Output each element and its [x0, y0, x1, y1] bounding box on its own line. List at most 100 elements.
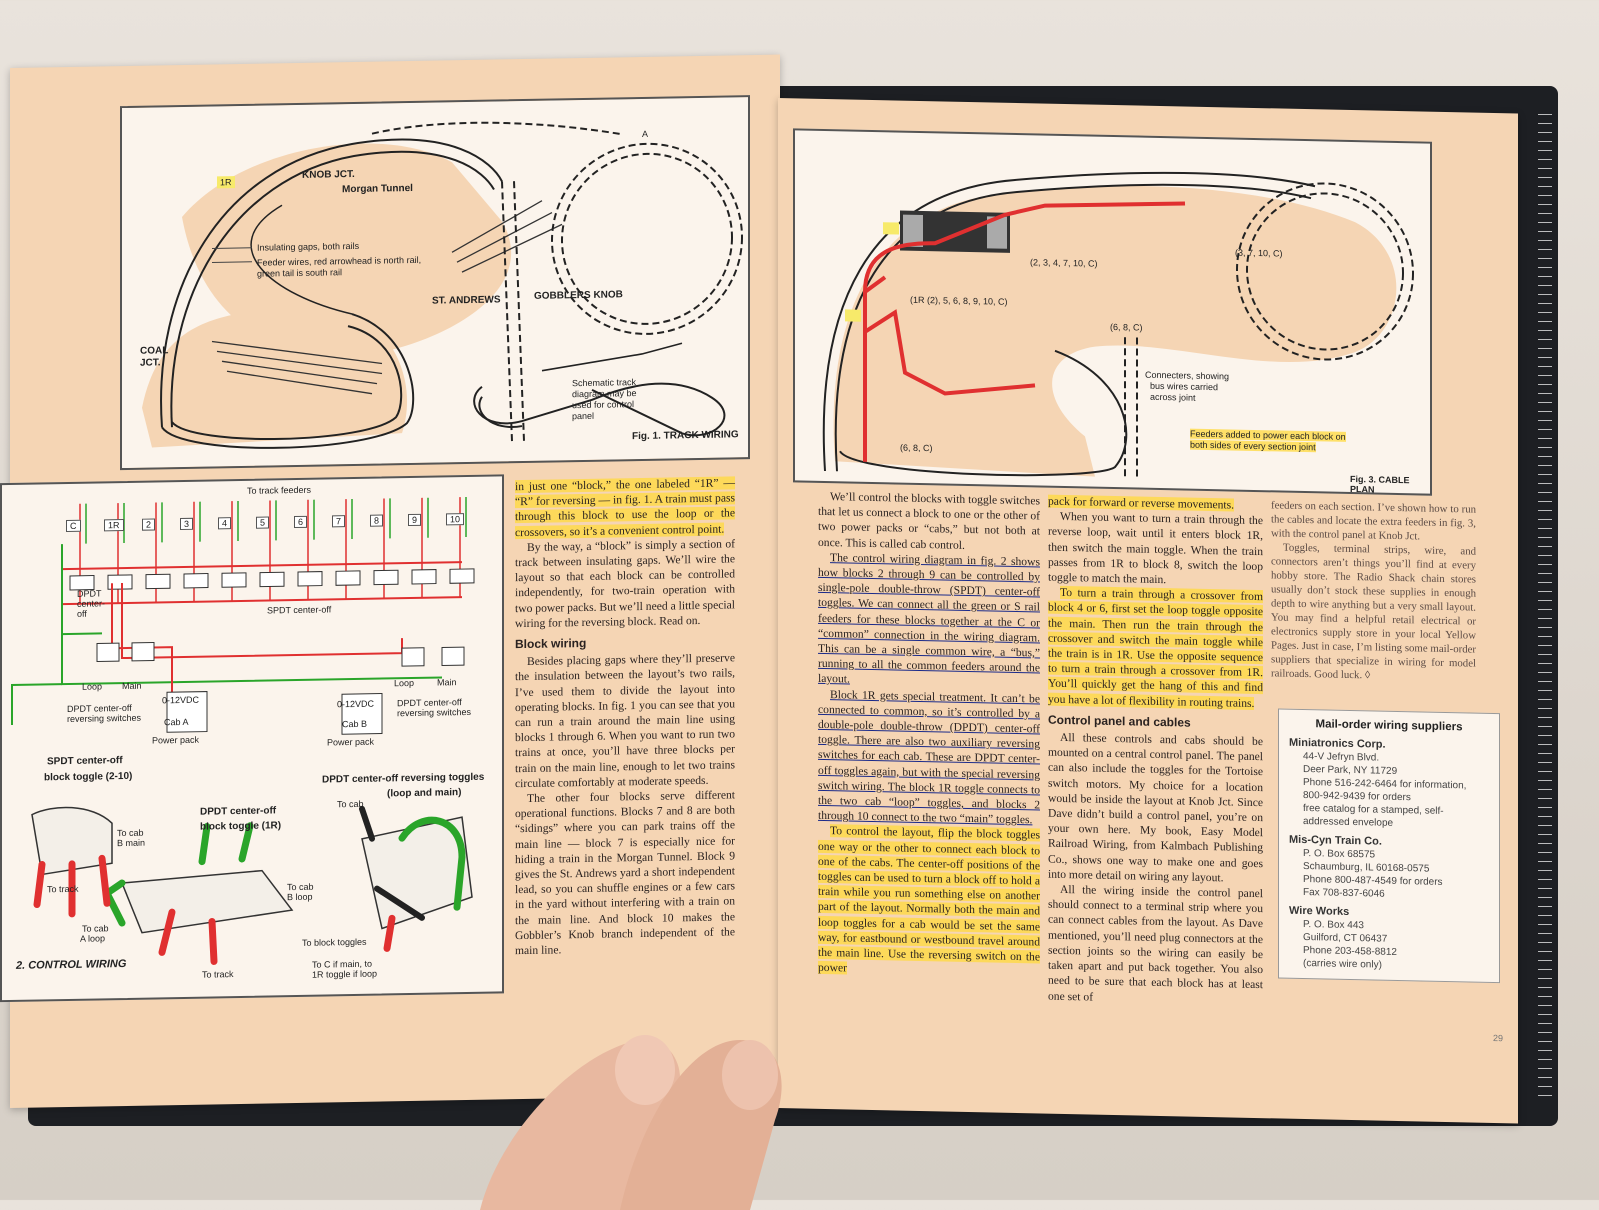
label-off: off — [77, 608, 87, 619]
label-cab-b: Cab B — [342, 718, 368, 730]
fig3-cable-diagram — [822, 171, 1414, 478]
label-main-b: Main — [437, 677, 457, 688]
label-a: A — [642, 128, 649, 139]
label-coal-jct: COAL — [140, 345, 169, 357]
fig2-control-wiring: To track feeders SPDT center-off DPDT ce… — [0, 474, 504, 1003]
mid-col-p2-text: The control wiring diagram in fig. 2 sho… — [818, 550, 1040, 686]
fig2-block-label: 1R — [104, 519, 124, 532]
label-dpdt-rev-a-2: reversing switches — [67, 712, 142, 725]
label-to-block-toggles: To block toggles — [302, 936, 367, 948]
left-text-column: in just one “block,” the one labeled “1R… — [515, 475, 735, 958]
label-loop-a: Loop — [82, 681, 103, 692]
fig2-block-label: 7 — [332, 515, 346, 528]
far-col-p1: feeders on each section. I’ve shown how … — [1271, 499, 1476, 543]
label-center: center- — [77, 598, 106, 609]
left-col-p1: in just one “block,” the one labeled “1R… — [515, 475, 735, 540]
label-bus-5: (6, 8, C) — [900, 442, 933, 454]
right-col-p5: All the wiring inside the control panel … — [1048, 882, 1263, 1004]
supplier-2-line-4: Fax 708-837-6046 — [1303, 886, 1385, 900]
label-volt-a: 0-12VDC — [162, 694, 200, 706]
label-bus-4: (6, 8, C) — [1110, 321, 1143, 333]
label-connecters-2: bus wires carried — [1150, 380, 1219, 393]
fig2-block-toggle — [107, 574, 133, 590]
label-to-cab-b-main: B main — [117, 837, 146, 849]
fig2-block-toggle — [297, 571, 323, 587]
legend-feeder-2: green tail is south rail — [257, 267, 343, 279]
label-spdt-toggle-2: block toggle (2-10) — [44, 770, 133, 784]
label-st-andrews: ST. ANDREWS — [432, 294, 501, 307]
right-col-p3: To turn a train through a crossover from… — [1048, 585, 1263, 711]
label-schematic-4: panel — [572, 410, 595, 422]
label-dpdt-block: DPDT center-off — [200, 805, 277, 818]
label-dpdt: DPDT — [77, 588, 102, 599]
label-to-track-2: To track — [202, 969, 234, 980]
fig2-block-toggle — [221, 572, 247, 588]
mid-text-column: We’ll control the blocks with toggle swi… — [818, 489, 1040, 980]
label-spdt: SPDT center-off — [267, 604, 332, 616]
suppliers-title: Mail-order wiring suppliers — [1315, 718, 1463, 734]
label-bus-2: (1R (2), 5, 6, 8, 9, 10, C) — [910, 294, 1008, 307]
fig2-block-toggle — [449, 568, 475, 584]
fig2-block-label: 4 — [218, 517, 232, 530]
label-coal-jct-2: JCT. — [140, 357, 161, 369]
left-page: KNOB JCT. Morgan Tunnel 1R Insulating ga… — [0, 54, 780, 1109]
suppliers-box: Mail-order wiring suppliers Miniatronics… — [1278, 708, 1500, 984]
fig2-block-label: 2 — [142, 518, 156, 531]
right-text-column: pack for forward or reverse movements. W… — [1048, 494, 1263, 1008]
mid-col-p4: To control the layout, flip the block to… — [818, 823, 1040, 980]
label-gobblers-knob: GOBBLERS KNOB — [534, 289, 623, 302]
label-dpdt-rev-b-2: reversing switches — [397, 706, 472, 719]
heading-block-wiring: Block wiring — [515, 635, 587, 652]
label-knob-jct: KNOB JCT. — [302, 168, 355, 181]
fig2-block-toggle — [183, 573, 209, 589]
mid-col-p3: Block 1R gets special treatment. It can’… — [818, 686, 1040, 827]
far-text-column: feeders on each section. I’ve shown how … — [1271, 498, 1476, 684]
supplier-1-line-6: addressed envelope — [1303, 815, 1394, 829]
fig2-block-toggle — [373, 569, 399, 586]
label-to-track-1: To track — [47, 883, 79, 895]
fig2-block-toggle — [145, 573, 171, 590]
mid-col-p1: We’ll control the blocks with toggle swi… — [818, 490, 1040, 552]
label-to-c-if-main-2: 1R toggle if loop — [312, 968, 378, 980]
fig3-caption: Fig. 3. CABLE PLAN — [1350, 473, 1410, 495]
far-col-p2: Toggles, terminal strips, wire, and conn… — [1271, 541, 1476, 682]
label-connecters-3: across joint — [1150, 391, 1196, 403]
label-dpdt-block-2: block toggle (1R) — [200, 820, 282, 833]
hand-fingers — [480, 1035, 782, 1210]
mid-col-p4-text: To control the layout, flip the block to… — [818, 824, 1040, 975]
label-to-cab-3: To cab — [82, 923, 109, 934]
label-main-a: Main — [122, 680, 142, 692]
label-dpdt-toggles-2: (loop and main) — [387, 787, 462, 800]
left-col-p3: Besides placing gaps where they’ll prese… — [515, 651, 735, 791]
fig2-block-label: 3 — [180, 517, 194, 531]
label-schematic: Schematic track — [572, 377, 637, 389]
fig1-track-wiring: KNOB JCT. Morgan Tunnel 1R Insulating ga… — [120, 95, 750, 471]
label-volt-b: 0-12VDC — [337, 698, 375, 710]
label-power-pack-a: Power pack — [152, 734, 200, 746]
fig2-block-toggle — [259, 571, 285, 588]
left-col-p1-text: in just one “block,” the one labeled “1R… — [515, 476, 735, 539]
fig2-caption: 2. CONTROL WIRING — [16, 957, 127, 972]
label-power-pack-b: Power pack — [327, 736, 375, 748]
label-to-cab-a-loop: A loop — [80, 933, 106, 944]
fig2-block-label: 5 — [256, 516, 270, 529]
fig2-block-label: 9 — [408, 513, 422, 527]
right-col-p3-text: To turn a train through a crossover from… — [1048, 586, 1263, 710]
right-col-p4: All these controls and cabs should be mo… — [1048, 730, 1263, 885]
fig1-track-diagram — [122, 97, 748, 469]
fig1-caption: Fig. 1. TRACK WIRING — [632, 429, 739, 443]
label-schematic-3: used for control — [572, 399, 635, 411]
label-to-cab-1: To cab — [117, 827, 144, 839]
right-page: (2, 3, 4, 7, 10, C) (1R (2), 5, 6, 8, 9,… — [778, 98, 1518, 1124]
legend-insulating: Insulating gaps, both rails — [257, 240, 360, 253]
mid-col-p2: The control wiring diagram in fig. 2 sho… — [818, 550, 1040, 691]
label-cab-a: Cab A — [164, 716, 189, 728]
page-number: 29 — [1493, 1032, 1504, 1044]
fig2-wiring-diagram — [11, 497, 475, 965]
label-loop-b: Loop — [394, 677, 415, 689]
label-spdt-toggle: SPDT center-off — [47, 755, 123, 768]
fig2-block-toggle — [335, 570, 361, 586]
label-to-cab-b-loop: B loop — [287, 891, 313, 903]
